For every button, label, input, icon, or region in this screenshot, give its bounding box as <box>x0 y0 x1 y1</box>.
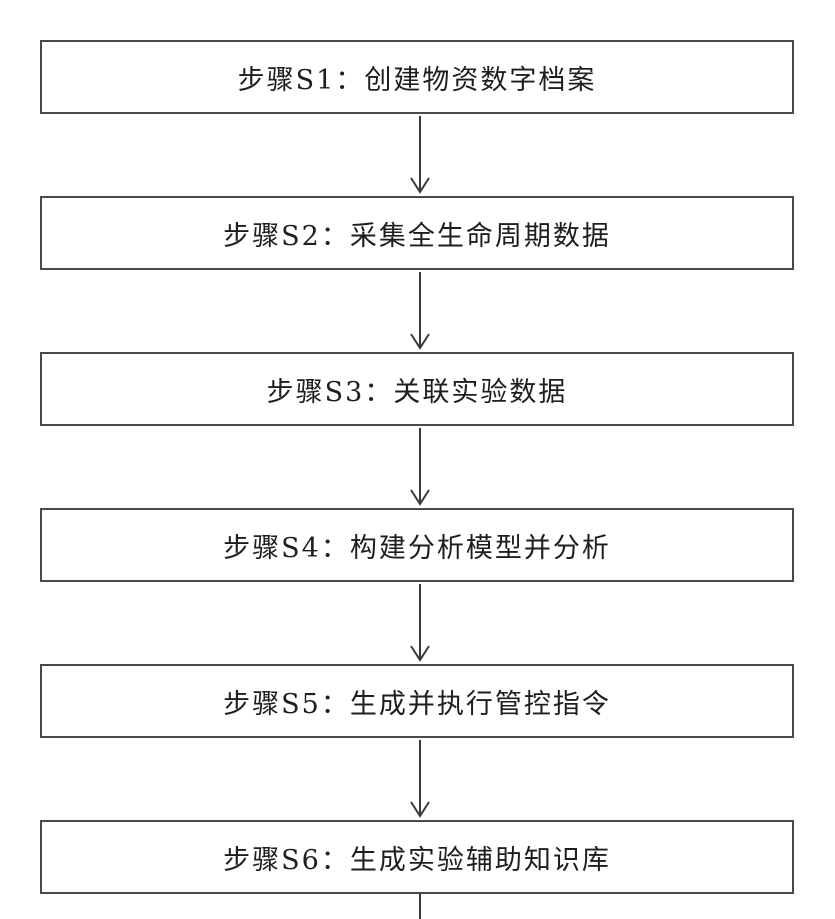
step-s6-box: 步骤S6：生成实验辅助知识库 <box>40 820 794 894</box>
step-s3-label: 步骤S3：关联实验数据 <box>267 370 568 409</box>
step-s4-label: 步骤S4：构建分析模型并分析 <box>223 526 611 565</box>
step-s4-box: 步骤S4：构建分析模型并分析 <box>40 508 794 582</box>
arrow-s4-to-s5 <box>408 584 432 664</box>
arrow-s5-to-s6 <box>408 740 432 820</box>
step-s1-box: 步骤S1：创建物资数字档案 <box>40 40 794 114</box>
step-s2-label: 步骤S2：采集全生命周期数据 <box>223 214 611 253</box>
step-s5-label: 步骤S5：生成并执行管控指令 <box>223 682 611 721</box>
step-s3-box: 步骤S3：关联实验数据 <box>40 352 794 426</box>
arrow-s6-continuation <box>408 894 432 919</box>
step-s6-label: 步骤S6：生成实验辅助知识库 <box>223 838 611 877</box>
step-s5-box: 步骤S5：生成并执行管控指令 <box>40 664 794 738</box>
arrow-s1-to-s2 <box>408 116 432 196</box>
arrow-s2-to-s3 <box>408 272 432 352</box>
step-s1-label: 步骤S1：创建物资数字档案 <box>238 58 597 97</box>
step-s2-box: 步骤S2：采集全生命周期数据 <box>40 196 794 270</box>
arrow-s3-to-s4 <box>408 428 432 508</box>
